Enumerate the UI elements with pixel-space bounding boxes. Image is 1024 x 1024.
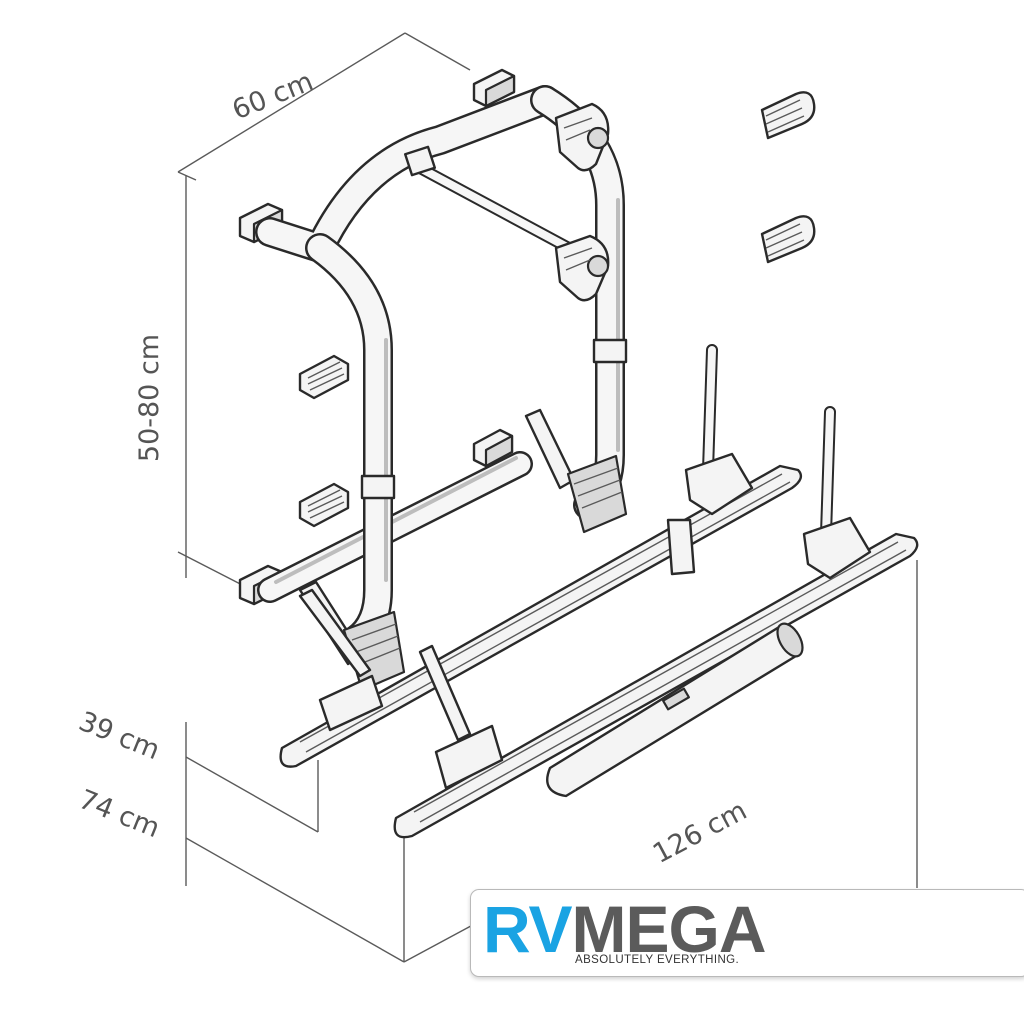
mounting-bracket-bottom-right bbox=[472, 428, 514, 468]
frame-holder-lower bbox=[554, 234, 610, 302]
wheel-clamp-front bbox=[298, 588, 384, 732]
brand-wordmark: RVMEGA bbox=[483, 892, 767, 966]
mounting-bracket-top-right bbox=[472, 68, 516, 108]
base-cross-beam bbox=[257, 451, 533, 603]
wall-clip-upper bbox=[298, 354, 350, 400]
wheel-holder-post-front bbox=[684, 344, 754, 516]
wheel-clamp-rear bbox=[418, 644, 504, 790]
locking-tube bbox=[546, 622, 804, 798]
width-dimension-label: 60 cm bbox=[228, 66, 318, 126]
frame-holder-upper bbox=[554, 102, 610, 172]
brand-tagline: ABSOLUTELY EVERYTHING. bbox=[575, 954, 740, 966]
depth-upper-dimension-label: 39 cm bbox=[74, 706, 164, 766]
height-dimension-label: 50-80 cm bbox=[134, 334, 165, 462]
support-strut-right bbox=[524, 408, 628, 534]
wall-clip-lower bbox=[298, 482, 350, 528]
wheel-clamp-center bbox=[666, 518, 696, 576]
depth-lower-dimension-label: 74 cm bbox=[74, 784, 164, 844]
end-cap-upper bbox=[760, 91, 816, 140]
wheel-holder-post-rear bbox=[802, 406, 872, 580]
brand-rv-text: RV bbox=[483, 892, 572, 966]
brand-mega-text: MEGA bbox=[571, 892, 767, 966]
end-cap-lower bbox=[760, 215, 816, 264]
dimension-lines bbox=[177, 32, 918, 963]
brand-logo: RVMEGA ABSOLUTELY EVERYTHING. bbox=[470, 889, 1024, 977]
wheel-rail-rear bbox=[393, 532, 919, 839]
length-dimension-label: 126 cm bbox=[648, 795, 752, 870]
